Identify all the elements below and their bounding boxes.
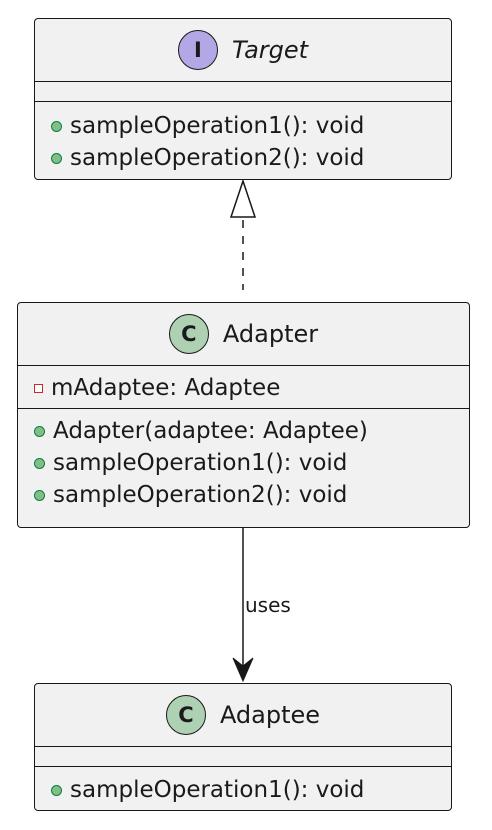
public-visibility-icon [34, 425, 45, 437]
target-methods-section: sampleOperation1(): void sampleOperation… [35, 102, 451, 174]
target-header: I Target [35, 19, 451, 82]
method-signature: sampleOperation1(): void [53, 450, 348, 476]
adapter-header: C Adapter [18, 303, 469, 366]
class-stereotype-icon: C [165, 695, 206, 735]
method-row: sampleOperation1(): void [51, 774, 451, 806]
adapter-methods-section: Adapter(adaptee: Adaptee) sampleOperatio… [18, 409, 469, 511]
class-stereotype-icon: C [168, 314, 209, 354]
adaptee-header: C Adaptee [35, 684, 451, 747]
realization-connector [229, 178, 257, 290]
class-name-adapter: Adapter [222, 320, 319, 348]
target-interface[interactable]: I Target sampleOperation1(): void sample… [34, 18, 452, 180]
adapter-fields-section: mAdaptee: Adaptee [18, 366, 469, 409]
uses-label: uses [245, 593, 291, 617]
method-signature: Adapter(adaptee: Adaptee) [53, 418, 368, 444]
method-signature: sampleOperation2(): void [53, 482, 348, 508]
adapter-class[interactable]: C Adapter mAdaptee: Adaptee Adapter(adap… [17, 302, 470, 528]
target-fields-section [35, 82, 451, 102]
public-visibility-icon [34, 489, 45, 501]
interface-stereotype-icon: I [177, 30, 218, 70]
method-signature: sampleOperation1(): void [70, 113, 365, 139]
realization-arrowhead [229, 178, 257, 218]
method-row: sampleOperation1(): void [34, 447, 469, 479]
method-row: Adapter(adaptee: Adaptee) [34, 415, 469, 447]
adaptee-fields-section [35, 747, 451, 767]
method-row: sampleOperation1(): void [51, 110, 451, 142]
public-visibility-icon [51, 152, 62, 164]
uses-connector [232, 527, 254, 683]
public-visibility-icon [51, 784, 62, 796]
method-row: sampleOperation2(): void [51, 142, 451, 174]
field-signature: mAdaptee: Adaptee [51, 375, 281, 401]
uses-arrowhead [232, 657, 254, 683]
method-row: sampleOperation2(): void [34, 479, 469, 511]
public-visibility-icon [34, 457, 45, 469]
adaptee-class[interactable]: C Adaptee sampleOperation1(): void [34, 683, 452, 811]
private-visibility-icon [34, 383, 43, 393]
method-signature: sampleOperation2(): void [70, 145, 365, 171]
class-name-target: Target [231, 36, 309, 64]
field-row: mAdaptee: Adaptee [34, 372, 469, 404]
public-visibility-icon [51, 120, 62, 132]
class-name-adaptee: Adaptee [219, 701, 321, 729]
method-signature: sampleOperation1(): void [70, 777, 365, 803]
adaptee-methods-section: sampleOperation1(): void [35, 767, 451, 806]
